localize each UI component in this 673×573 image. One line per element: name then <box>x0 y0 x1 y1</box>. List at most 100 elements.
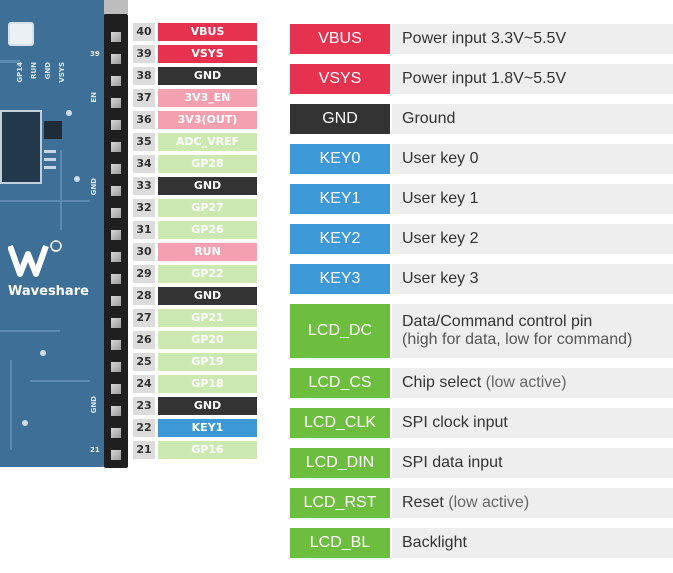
pin-label: ADC_VREF <box>158 133 257 151</box>
pin-label: GND <box>158 397 257 415</box>
legend-description: Data/Command control pin(high for data, … <box>392 304 673 358</box>
legend-description-note: (low active) <box>485 374 567 391</box>
legend-tag: LCD_RST <box>290 488 390 518</box>
legend-description-text: SPI clock input <box>402 414 508 431</box>
pin-number: 32 <box>133 199 155 217</box>
header-pin <box>111 384 121 394</box>
pin-number: 37 <box>133 89 155 107</box>
usb-connector-icon <box>8 22 34 46</box>
silk-label-gnd-bottom: GND <box>90 396 98 414</box>
header-pin <box>111 340 121 350</box>
header-pin <box>111 120 121 130</box>
legend-tag: VBUS <box>290 24 390 54</box>
header-pin <box>111 186 121 196</box>
pin-number: 31 <box>133 221 155 239</box>
legend-description: User key 2 <box>392 224 673 254</box>
legend-description-text: Chip select <box>402 374 482 391</box>
legend-description: Backlight <box>392 528 673 558</box>
silk-label-gnd: GND <box>44 62 52 80</box>
legend-tag: KEY2 <box>290 224 390 254</box>
header-pin <box>111 54 121 64</box>
pin-label: VBUS <box>158 23 257 41</box>
pin-label: GP26 <box>158 221 257 239</box>
silk-label-gp14: GP14 <box>16 62 24 83</box>
legend-row: LCD_DIN SPI data input <box>290 448 673 478</box>
legend-description-text: Power input 3.3V~5.5V <box>402 30 567 47</box>
legend-description-text: User key 1 <box>402 190 479 207</box>
board-edge <box>104 0 128 14</box>
pin-number: 38 <box>133 67 155 85</box>
legend-description-text: Reset <box>402 494 444 511</box>
legend-description: Power input 1.8V~5.5V <box>392 64 673 94</box>
pin-label: 3V3_EN <box>158 89 257 107</box>
header-pin <box>111 76 121 86</box>
legend-tag: LCD_BL <box>290 528 390 558</box>
pin-label: GP16 <box>158 441 257 459</box>
small-chip-icon <box>44 121 62 139</box>
pin-number: 25 <box>133 353 155 371</box>
header-pin <box>111 406 121 416</box>
pin-label: GP19 <box>158 353 257 371</box>
pin-number: 35 <box>133 133 155 151</box>
header-pin <box>111 450 121 460</box>
waveshare-logo-text: Waveshare <box>8 284 89 299</box>
legend-description-text: User key 0 <box>402 150 479 167</box>
header-pin <box>111 274 121 284</box>
header-pin <box>111 252 121 262</box>
header-pin <box>111 142 121 152</box>
pin-number: 33 <box>133 177 155 195</box>
header-pin <box>111 318 121 328</box>
header-number-bottom: 21 <box>90 446 100 454</box>
header-pin <box>111 296 121 306</box>
pin-number: 36 <box>133 111 155 129</box>
pin-number: 34 <box>133 155 155 173</box>
legend-description: Reset (low active) <box>392 488 673 518</box>
legend-tag: LCD_DC <box>290 304 390 358</box>
legend-tag: VSYS <box>290 64 390 94</box>
pin-label: GND <box>158 67 257 85</box>
header-pin <box>111 428 121 438</box>
legend-description: Chip select (low active) <box>392 368 673 398</box>
pin-label: GND <box>158 287 257 305</box>
pin-number: 27 <box>133 309 155 327</box>
header-pin <box>111 208 121 218</box>
pin-label: GP27 <box>158 199 257 217</box>
waveshare-logo-icon <box>8 240 62 277</box>
legend-description-note: (low active) <box>448 494 530 511</box>
header-pin <box>111 32 121 42</box>
pin-label: GP21 <box>158 309 257 327</box>
legend-description-text: Ground <box>402 110 456 127</box>
legend-description-text: Backlight <box>402 534 467 551</box>
legend-description: User key 0 <box>392 144 673 174</box>
pin-label: GND <box>158 177 257 195</box>
legend-row: VSYS Power input 1.8V~5.5V <box>290 64 673 94</box>
legend-tag: LCD_CS <box>290 368 390 398</box>
pin-label: GP20 <box>158 331 257 349</box>
legend-description-note: (high for data, low for command) <box>402 331 633 348</box>
silk-label-run: RUN <box>30 62 38 79</box>
pin-number: 26 <box>133 331 155 349</box>
legend-description-text: User key 3 <box>402 270 479 287</box>
legend-row: KEY2 User key 2 <box>290 224 673 254</box>
pin-label: GP22 <box>158 265 257 283</box>
silk-label-gnd-right: GND <box>90 178 98 196</box>
silk-label-vsys: VSYS <box>58 62 66 83</box>
legend-description: User key 3 <box>392 264 673 294</box>
legend-tag: LCD_DIN <box>290 448 390 478</box>
pico-board-illustration: GP14 RUN GND VSYS EN GND GND Waveshare <box>0 0 112 467</box>
legend-description-text: SPI data input <box>402 454 503 471</box>
legend-description: SPI clock input <box>392 408 673 438</box>
pin-header-icon <box>104 14 128 468</box>
legend-tag: KEY0 <box>290 144 390 174</box>
legend-tag: KEY1 <box>290 184 390 214</box>
pin-number: 28 <box>133 287 155 305</box>
header-number-top: 39 <box>90 50 100 58</box>
header-pin <box>111 98 121 108</box>
legend-description-text: Power input 1.8V~5.5V <box>402 70 567 87</box>
pin-number: 23 <box>133 397 155 415</box>
legend-description-text: User key 2 <box>402 230 479 247</box>
